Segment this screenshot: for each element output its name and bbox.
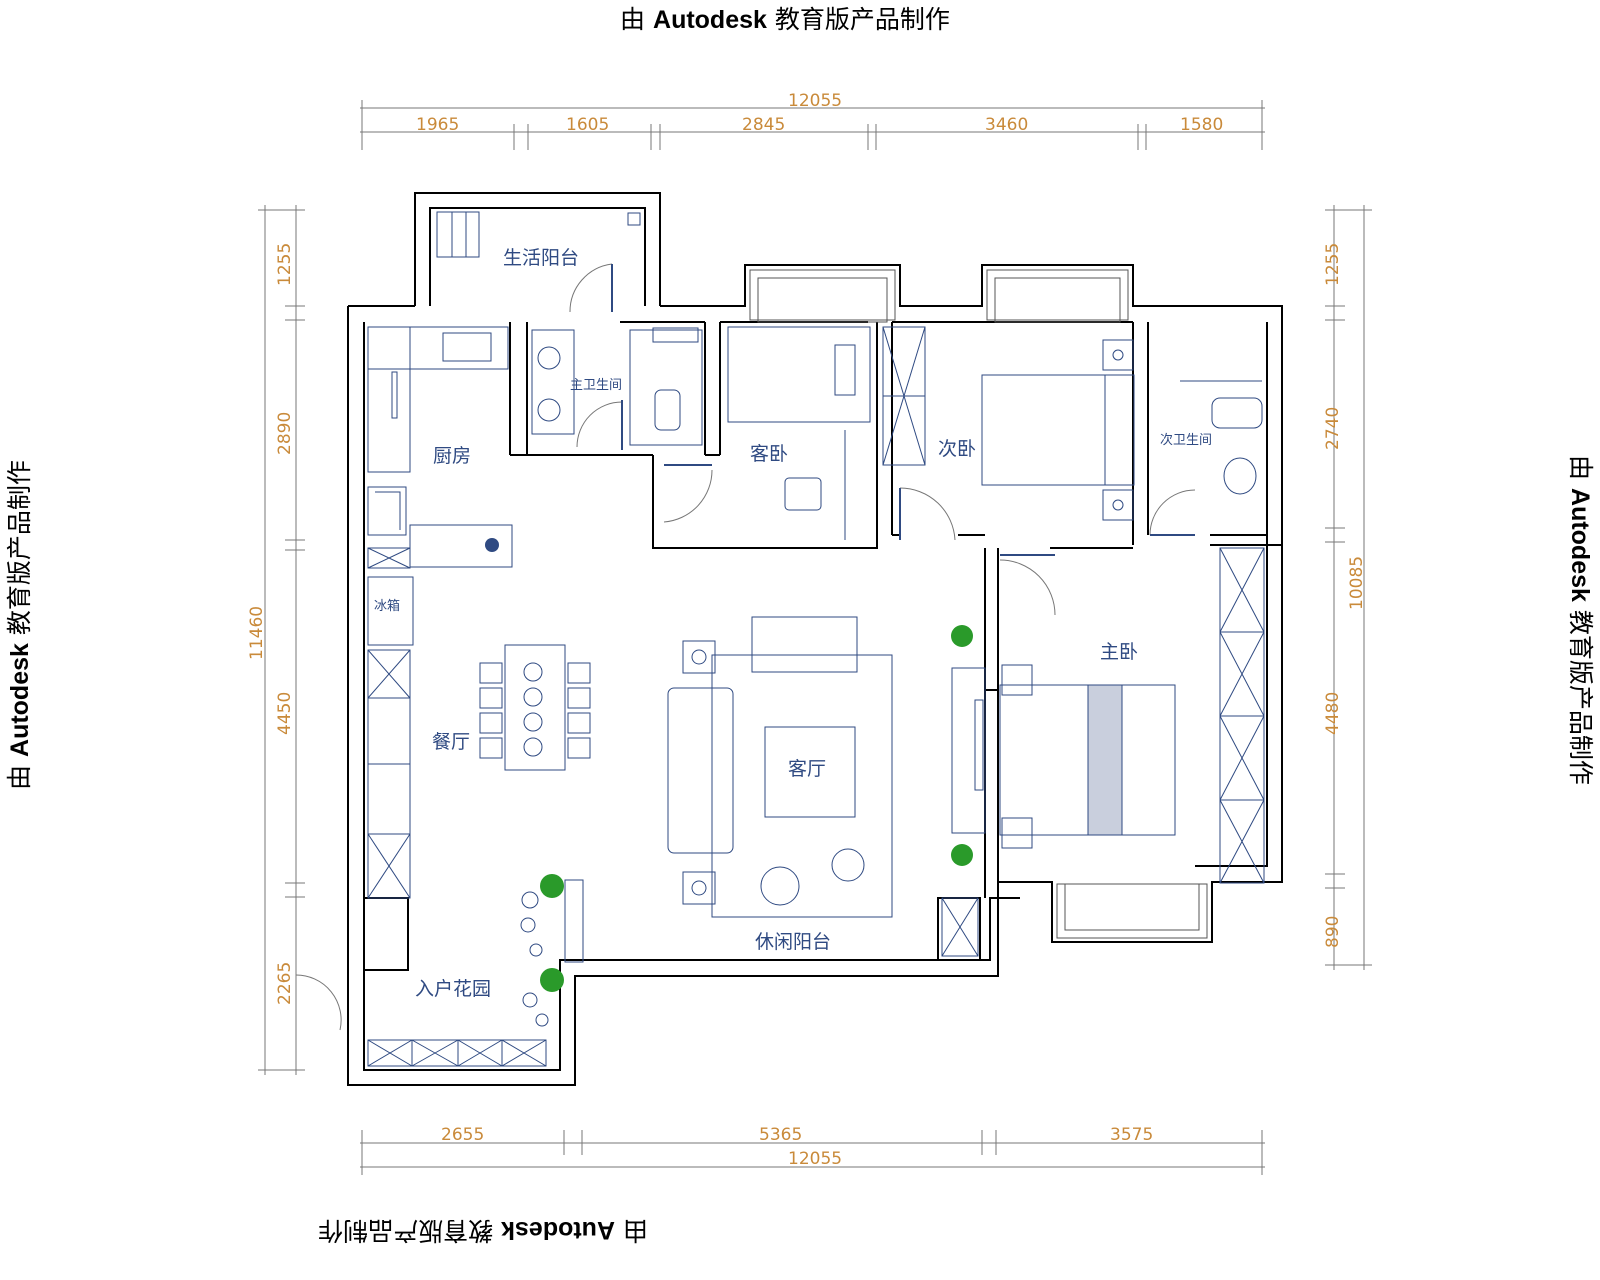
doors [611, 264, 1195, 556]
label-living: 客厅 [788, 758, 826, 780]
dim-left-seg-1: 1255 [275, 243, 295, 286]
dim-top-seg-1: 1965 [416, 115, 459, 135]
label-kitchen: 厨房 [433, 445, 471, 467]
left-dimension-lines [258, 205, 305, 1075]
door-swings [295, 263, 1196, 1031]
plants [485, 538, 973, 992]
dim-left-total: 11460 [247, 606, 267, 660]
right-dimension-lines [1325, 205, 1372, 970]
bay-windows [749, 269, 1208, 939]
dim-bottom-total: 12055 [788, 1149, 842, 1169]
dim-right-seg-3: 4480 [1323, 692, 1343, 735]
garden-stones [520, 891, 549, 1027]
furniture [367, 211, 1265, 1067]
label-service-balcony: 生活阳台 [503, 247, 579, 269]
label-fridge: 冰箱 [374, 598, 400, 614]
interior-walls [364, 321, 1282, 971]
exterior-walls [347, 192, 1283, 1086]
label-second-bedroom: 次卧 [938, 438, 976, 460]
top-dimension-lines [360, 100, 1265, 150]
dim-bottom-seg-2: 5365 [759, 1125, 802, 1145]
dim-right-seg-4: 890 [1323, 916, 1343, 948]
dim-top-seg-5: 1580 [1180, 115, 1223, 135]
dim-left-seg-3: 4450 [275, 692, 295, 735]
label-dining: 餐厅 [432, 731, 470, 753]
dim-left-seg-4: 2265 [275, 962, 295, 1005]
dim-right-total: 10085 [1347, 556, 1367, 610]
dim-left-seg-2: 2890 [275, 412, 295, 455]
label-master-bedroom: 主卧 [1100, 641, 1138, 663]
dim-top-seg-2: 1605 [566, 115, 609, 135]
label-guest-bedroom: 客卧 [750, 443, 788, 465]
label-entry-garden: 入户花园 [415, 978, 491, 1000]
bottom-dimension-lines [360, 1130, 1265, 1175]
label-second-bath: 次卫生间 [1160, 432, 1212, 448]
dim-bottom-seg-1: 2655 [441, 1125, 484, 1145]
dim-top-seg-4: 3460 [985, 115, 1028, 135]
dim-top-total: 12055 [788, 91, 842, 111]
label-main-bath: 主卫生间 [570, 378, 622, 393]
dim-right-seg-1: 1255 [1323, 243, 1343, 286]
dim-bottom-seg-3: 3575 [1110, 1125, 1153, 1145]
label-leisure-balcony: 休闲阳台 [755, 931, 831, 953]
dim-right-seg-2: 2740 [1323, 407, 1343, 450]
dim-top-seg-3: 2845 [742, 115, 785, 135]
